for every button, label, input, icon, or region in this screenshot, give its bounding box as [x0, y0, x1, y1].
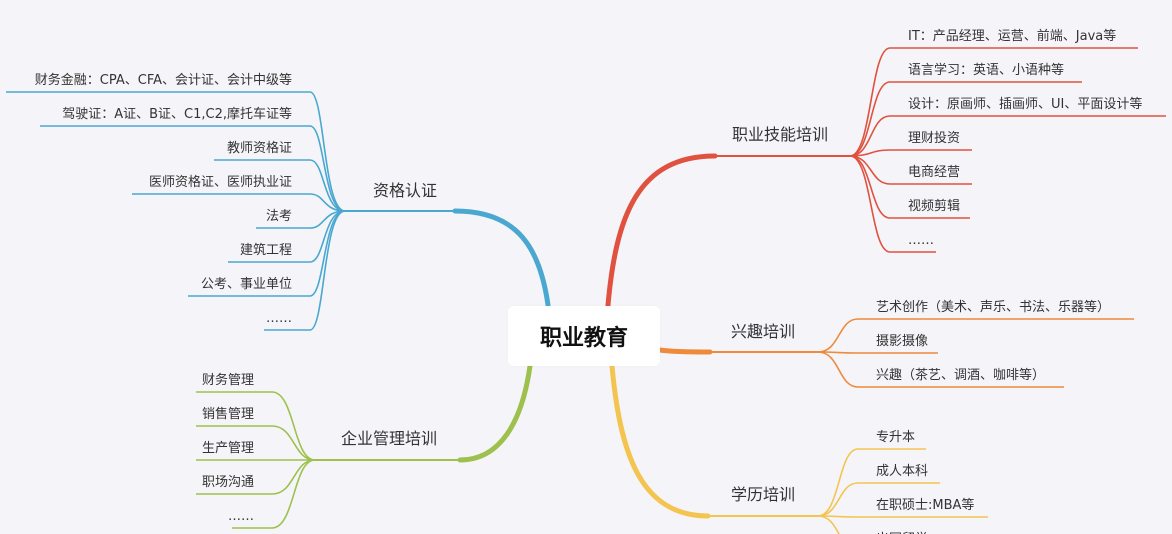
skills-child-connector [849, 155, 891, 253]
skills-branch-label[interactable]: 职业技能培训 [732, 125, 828, 144]
cert-main-connector [452, 208, 551, 308]
skills-child-label[interactable]: 电商经营 [908, 165, 960, 180]
interest-child-connector [817, 318, 859, 353]
cert-child-label[interactable]: 医师资格证、医师执业证 [149, 174, 292, 190]
degree-child-connector [817, 448, 859, 517]
skills-main-connector [605, 153, 718, 308]
degree-main-connector [609, 363, 711, 519]
skills-child-connector [849, 81, 891, 157]
management-child-label[interactable]: 销售管理 [202, 406, 254, 422]
management-child-label[interactable]: 财务管理 [202, 372, 254, 388]
cert-child-connector [309, 125, 346, 212]
cert-child-label[interactable]: 驾驶证：A证、B证、C1,C2,摩托车证等 [62, 106, 292, 122]
degree-child-label[interactable]: 成人本科 [876, 464, 928, 479]
cert-child-connector [309, 159, 346, 212]
skills-child-label[interactable]: …… [908, 233, 934, 248]
cert-child-label[interactable]: 教师资格证 [227, 140, 292, 156]
management-child-label[interactable]: …… [228, 509, 254, 524]
management-main-connector [457, 363, 533, 463]
interest-child-label[interactable]: 艺术创作（美术、声乐、书法、乐器等） [876, 299, 1110, 315]
interest-child-connector [817, 351, 859, 388]
skills-child-label[interactable]: 视频剪辑 [908, 198, 960, 214]
management-child-connector [271, 459, 316, 495]
cert-child-label[interactable]: …… [266, 311, 292, 326]
cert-branch-label[interactable]: 资格认证 [373, 181, 437, 200]
cert-child-label[interactable]: 公考、事业单位 [201, 277, 292, 292]
skills-child-connector [849, 115, 891, 157]
interest-child-label[interactable]: 摄影摄像 [876, 334, 928, 349]
degree-child-connector [817, 482, 859, 517]
degree-child-connector [817, 515, 840, 534]
management-child-label[interactable]: 生产管理 [202, 441, 254, 456]
skills-child-connector [849, 47, 891, 157]
skills-child-label[interactable]: 理财投资 [908, 130, 960, 146]
degree-child-label[interactable]: 专升本 [876, 430, 915, 445]
skills-child-label[interactable]: 语言学习：英语、小语种等 [908, 62, 1064, 78]
cert-child-label[interactable]: 法考 [266, 209, 292, 224]
degree-child-label[interactable]: 在职硕士:MBA等 [876, 497, 974, 513]
management-child-connector [271, 459, 316, 529]
management-child-label[interactable]: 职场沟通 [202, 475, 254, 490]
skills-child-connector [849, 155, 891, 185]
degree-branch-label[interactable]: 学历培训 [731, 485, 795, 504]
interest-main-connector [657, 347, 713, 355]
cert-child-label[interactable]: 财务金融：CPA、CFA、会计证、会计中级等 [35, 72, 292, 88]
interest-child-label[interactable]: 兴趣（茶艺、调酒、咖啡等） [876, 367, 1045, 383]
interest-branch-label[interactable]: 兴趣培训 [731, 322, 795, 341]
skills-child-connector [849, 155, 891, 219]
root-node[interactable]: 职业教育 [508, 306, 660, 366]
cert-child-connector [309, 210, 346, 331]
management-child-connector [271, 425, 316, 461]
skills-child-label[interactable]: IT：产品经理、运营、前端、Java等 [908, 28, 1116, 44]
cert-child-connector [309, 91, 346, 212]
management-child-connector [271, 391, 316, 461]
degree-child-label[interactable]: 出国留学 [876, 531, 928, 534]
cert-child-label[interactable]: 建筑工程 [240, 242, 292, 258]
skills-child-label[interactable]: 设计：原画师、插画师、UI、平面设计等 [908, 96, 1142, 112]
management-branch-label[interactable]: 企业管理培训 [341, 429, 437, 448]
